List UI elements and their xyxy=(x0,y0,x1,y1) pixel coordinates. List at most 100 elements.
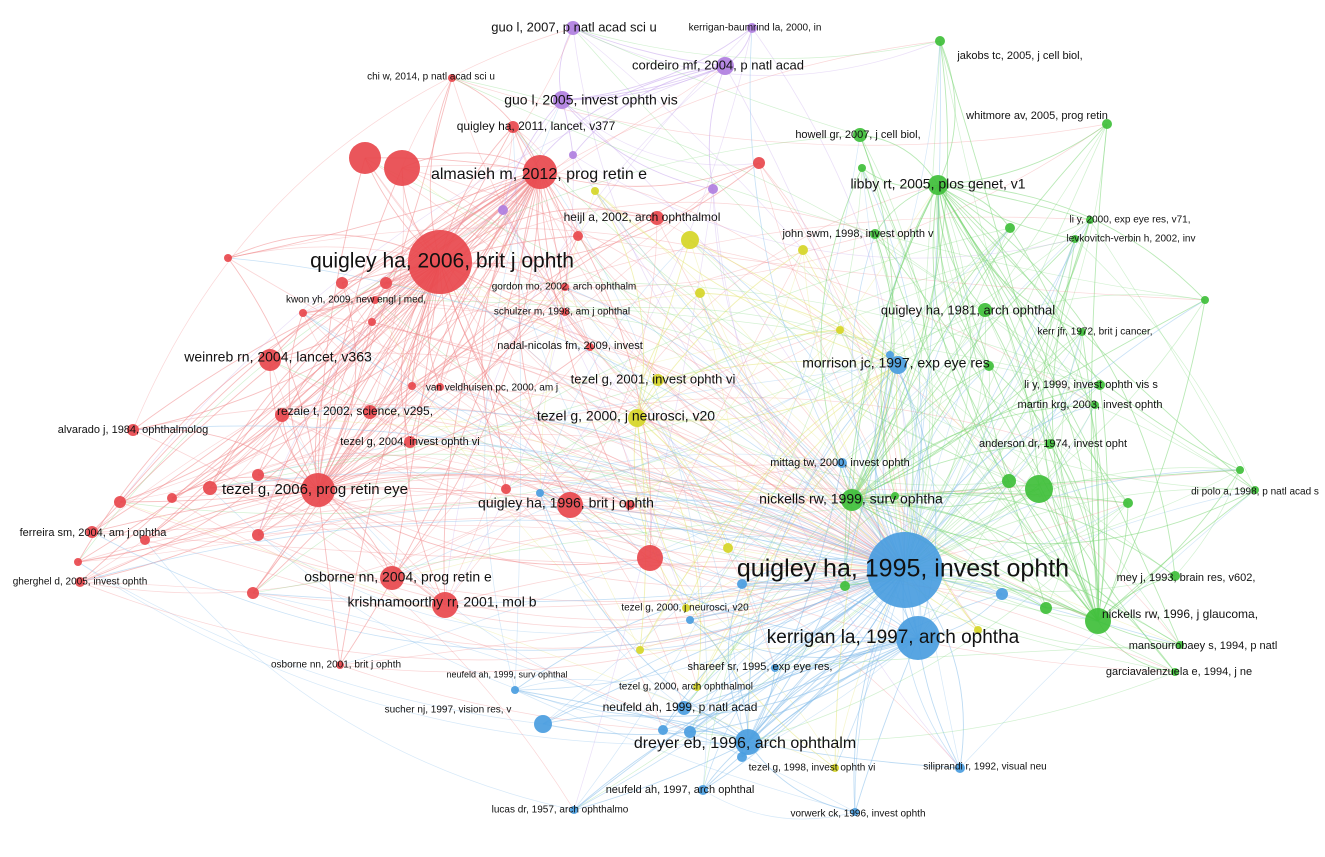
network-node[interactable] xyxy=(252,529,264,541)
network-node[interactable] xyxy=(886,351,894,359)
node-whitmore2005[interactable] xyxy=(1102,119,1112,129)
node-jakobs2005[interactable] xyxy=(935,36,945,46)
network-node[interactable] xyxy=(536,489,544,497)
network-node[interactable] xyxy=(275,408,289,422)
network-node[interactable] xyxy=(1005,223,1015,233)
network-node[interactable] xyxy=(498,205,508,215)
node-alvarado1984[interactable] xyxy=(127,424,139,436)
node-shareef1995[interactable] xyxy=(771,664,779,672)
network-node[interactable] xyxy=(637,545,663,571)
network-node[interactable] xyxy=(681,231,699,249)
node-ferreira2004[interactable] xyxy=(86,526,98,538)
node-libby2005[interactable] xyxy=(928,175,948,195)
network-node[interactable] xyxy=(1040,602,1052,614)
node-john1998[interactable] xyxy=(870,229,880,239)
network-node[interactable] xyxy=(114,496,126,508)
network-node[interactable] xyxy=(140,535,150,545)
node-tezel2006[interactable] xyxy=(301,473,335,507)
network-node[interactable] xyxy=(625,500,635,510)
network-node[interactable] xyxy=(591,187,599,195)
node-kerrigan1997[interactable] xyxy=(896,616,940,660)
node-tezel2000c[interactable] xyxy=(693,683,701,691)
node-quigley1995[interactable] xyxy=(867,532,943,608)
node-neufeld1999p[interactable] xyxy=(677,701,691,715)
node-mansour1994[interactable] xyxy=(1176,641,1184,649)
node-heijl2002[interactable] xyxy=(650,211,664,225)
node-cordeiro2004[interactable] xyxy=(716,57,734,75)
network-node[interactable] xyxy=(858,164,866,172)
network-node[interactable] xyxy=(349,142,381,174)
node-krishnamoorthy2001[interactable] xyxy=(432,592,458,618)
node-neufeld1999s[interactable] xyxy=(511,686,519,694)
node-dipolo1998[interactable] xyxy=(1251,486,1259,494)
node-quigley1981[interactable] xyxy=(978,303,992,317)
node-tezel2004[interactable] xyxy=(404,436,416,448)
node-quigley2006[interactable] xyxy=(408,230,472,294)
network-node[interactable] xyxy=(840,581,850,591)
node-dreyer1996[interactable] xyxy=(735,729,761,755)
node-liy1999[interactable] xyxy=(1095,380,1105,390)
node-tezel2001[interactable] xyxy=(652,374,664,386)
node-anderson1974[interactable] xyxy=(1045,439,1055,449)
node-kerriganb2000[interactable] xyxy=(747,23,757,33)
network-node[interactable] xyxy=(573,231,583,241)
network-node[interactable] xyxy=(984,361,994,371)
network-node[interactable] xyxy=(636,646,644,654)
network-node[interactable] xyxy=(247,587,259,599)
node-neufeld1997[interactable] xyxy=(698,785,708,795)
node-schulzer1998[interactable] xyxy=(561,308,569,316)
node-tezel1998[interactable] xyxy=(831,764,839,772)
node-kwon2009[interactable] xyxy=(371,296,379,304)
node-liy2000[interactable] xyxy=(1086,216,1094,224)
network-node[interactable] xyxy=(836,326,844,334)
network-node[interactable] xyxy=(1123,498,1133,508)
network-node[interactable] xyxy=(252,469,264,481)
node-quigley1996[interactable] xyxy=(557,492,583,518)
network-node[interactable] xyxy=(336,277,348,289)
node-tezel2000[interactable] xyxy=(628,409,646,427)
network-node[interactable] xyxy=(501,484,511,494)
node-vanveld2000[interactable] xyxy=(436,383,444,391)
network-node[interactable] xyxy=(384,150,420,186)
network-node[interactable] xyxy=(569,151,577,159)
node-levkovitch2002[interactable] xyxy=(1071,235,1079,243)
network-node[interactable] xyxy=(798,245,808,255)
node-siliprandi1992[interactable] xyxy=(955,763,965,773)
node-nickells1999[interactable] xyxy=(841,489,863,511)
node-nadal2009[interactable] xyxy=(586,343,594,351)
node-rezaie2002[interactable] xyxy=(363,405,377,419)
network-node[interactable] xyxy=(1025,475,1053,503)
node-gordon2002[interactable] xyxy=(561,283,569,291)
network-node[interactable] xyxy=(1201,296,1209,304)
node-weinreb2004[interactable] xyxy=(259,349,281,371)
node-almasieh2012[interactable] xyxy=(523,155,557,189)
network-node[interactable] xyxy=(408,382,416,390)
node-kerr1972[interactable] xyxy=(1078,328,1086,336)
network-node[interactable] xyxy=(203,481,217,495)
network-node[interactable] xyxy=(686,616,694,624)
network-node[interactable] xyxy=(996,588,1008,600)
network-node[interactable] xyxy=(891,492,899,500)
network-node[interactable] xyxy=(299,309,307,317)
node-howell2007[interactable] xyxy=(853,128,867,142)
network-node[interactable] xyxy=(684,726,696,738)
node-martin2003[interactable] xyxy=(1091,401,1099,409)
node-osborne2001[interactable] xyxy=(336,661,344,669)
node-garcia1994[interactable] xyxy=(1171,668,1179,676)
network-node[interactable] xyxy=(708,184,718,194)
network-node[interactable] xyxy=(380,277,392,289)
node-gherghel2005[interactable] xyxy=(75,577,85,587)
network-node[interactable] xyxy=(167,493,177,503)
network-node[interactable] xyxy=(1002,474,1016,488)
network-node[interactable] xyxy=(368,318,376,326)
node-sucher1997[interactable] xyxy=(534,715,552,733)
network-node[interactable] xyxy=(737,579,747,589)
node-guo2007[interactable] xyxy=(566,21,580,35)
network-node[interactable] xyxy=(224,254,232,262)
node-tezel2000b[interactable] xyxy=(682,604,690,612)
network-node[interactable] xyxy=(74,558,82,566)
network-node[interactable] xyxy=(695,288,705,298)
network-node[interactable] xyxy=(753,157,765,169)
node-osborne2004[interactable] xyxy=(380,566,404,590)
node-quigley2011[interactable] xyxy=(507,121,519,133)
